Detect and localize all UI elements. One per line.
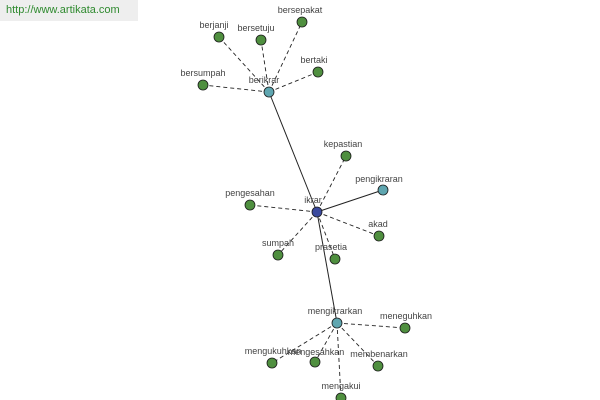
edge-ikrar-pengesahan bbox=[249, 204, 318, 213]
node-label-bersepakat: bersepakat bbox=[278, 5, 323, 15]
edge-berikrar-bersepakat bbox=[268, 21, 303, 93]
edge-berikrar-bersumpah bbox=[202, 84, 270, 93]
node-pengesahan[interactable] bbox=[244, 199, 256, 211]
edge-mengikrarkan-mengukuhkan bbox=[271, 322, 338, 364]
node-kepastian[interactable] bbox=[340, 150, 352, 162]
node-mengesahkan[interactable] bbox=[309, 356, 321, 368]
edge-berikrar-berjanji bbox=[218, 36, 270, 93]
node-ikrar[interactable] bbox=[311, 206, 323, 218]
node-akad[interactable] bbox=[373, 230, 385, 242]
node-label-pengesahan: pengesahan bbox=[225, 188, 275, 198]
node-label-pengikraran: pengikraran bbox=[355, 174, 403, 184]
node-bersepakat[interactable] bbox=[296, 16, 308, 28]
node-bersetuju[interactable] bbox=[255, 34, 267, 46]
node-pengikraran[interactable] bbox=[377, 184, 389, 196]
node-mengakui[interactable] bbox=[335, 392, 347, 400]
edges-layer bbox=[202, 21, 406, 399]
node-label-akad: akad bbox=[368, 219, 388, 229]
node-mengukuhkan[interactable] bbox=[266, 357, 278, 369]
node-label-bersumpah: bersumpah bbox=[180, 68, 225, 78]
watermark-url[interactable]: http://www.artikata.com bbox=[0, 0, 138, 21]
node-meneguhkan[interactable] bbox=[399, 322, 411, 334]
node-label-mengikrarkan: mengikrarkan bbox=[308, 306, 363, 316]
labels-layer: ikrar berikrar mengikrarkan pengikraran berj… bbox=[180, 5, 432, 391]
node-bersumpah[interactable] bbox=[197, 79, 209, 91]
node-label-sumpah: sumpah bbox=[262, 238, 294, 248]
node-berjanji[interactable] bbox=[213, 31, 225, 43]
node-label-mengukuhkan: mengukuhkan bbox=[245, 346, 302, 356]
edge-mengikrarkan-mengesahkan bbox=[314, 322, 338, 363]
edge-mengikrarkan-membenarkan bbox=[336, 322, 379, 367]
node-bertaki[interactable] bbox=[312, 66, 324, 78]
node-mengikrarkan[interactable] bbox=[331, 317, 343, 329]
node-label-membenarkan: membenarkan bbox=[350, 349, 408, 359]
node-prasetia[interactable] bbox=[329, 253, 341, 265]
node-label-prasetia: prasetia bbox=[315, 242, 347, 252]
edge-ikrar-berikrar bbox=[268, 91, 318, 213]
edge-berikrar-bersetuju bbox=[260, 39, 270, 93]
node-label-berjanji: berjanji bbox=[199, 20, 228, 30]
node-label-bertaki: bertaki bbox=[300, 55, 327, 65]
edge-ikrar-mengikrarkan bbox=[316, 211, 338, 324]
node-label-ikrar: ikrar bbox=[304, 195, 322, 205]
node-label-kepastian: kepastian bbox=[324, 139, 363, 149]
edge-berikrar-bertaki bbox=[268, 71, 319, 93]
node-label-mengesahkan: mengesahkan bbox=[288, 347, 345, 357]
edge-mengikrarkan-mengakui bbox=[336, 322, 342, 399]
node-berikrar[interactable] bbox=[263, 86, 275, 98]
node-membenarkan[interactable] bbox=[372, 360, 384, 372]
edge-ikrar-sumpah bbox=[277, 211, 318, 256]
node-sumpah[interactable] bbox=[272, 249, 284, 261]
node-label-bersetuju: bersetuju bbox=[237, 23, 274, 33]
node-label-mengakui: mengakui bbox=[321, 381, 360, 391]
edge-mengikrarkan-meneguhkan bbox=[336, 322, 406, 329]
edge-ikrar-kepastian bbox=[316, 155, 347, 213]
nodes-layer bbox=[197, 16, 411, 400]
edge-ikrar-prasetia bbox=[316, 211, 336, 260]
node-label-berikrar: berikrar bbox=[249, 75, 280, 85]
edge-ikrar-pengikraran bbox=[316, 189, 384, 213]
node-label-meneguhkan: meneguhkan bbox=[380, 311, 432, 321]
